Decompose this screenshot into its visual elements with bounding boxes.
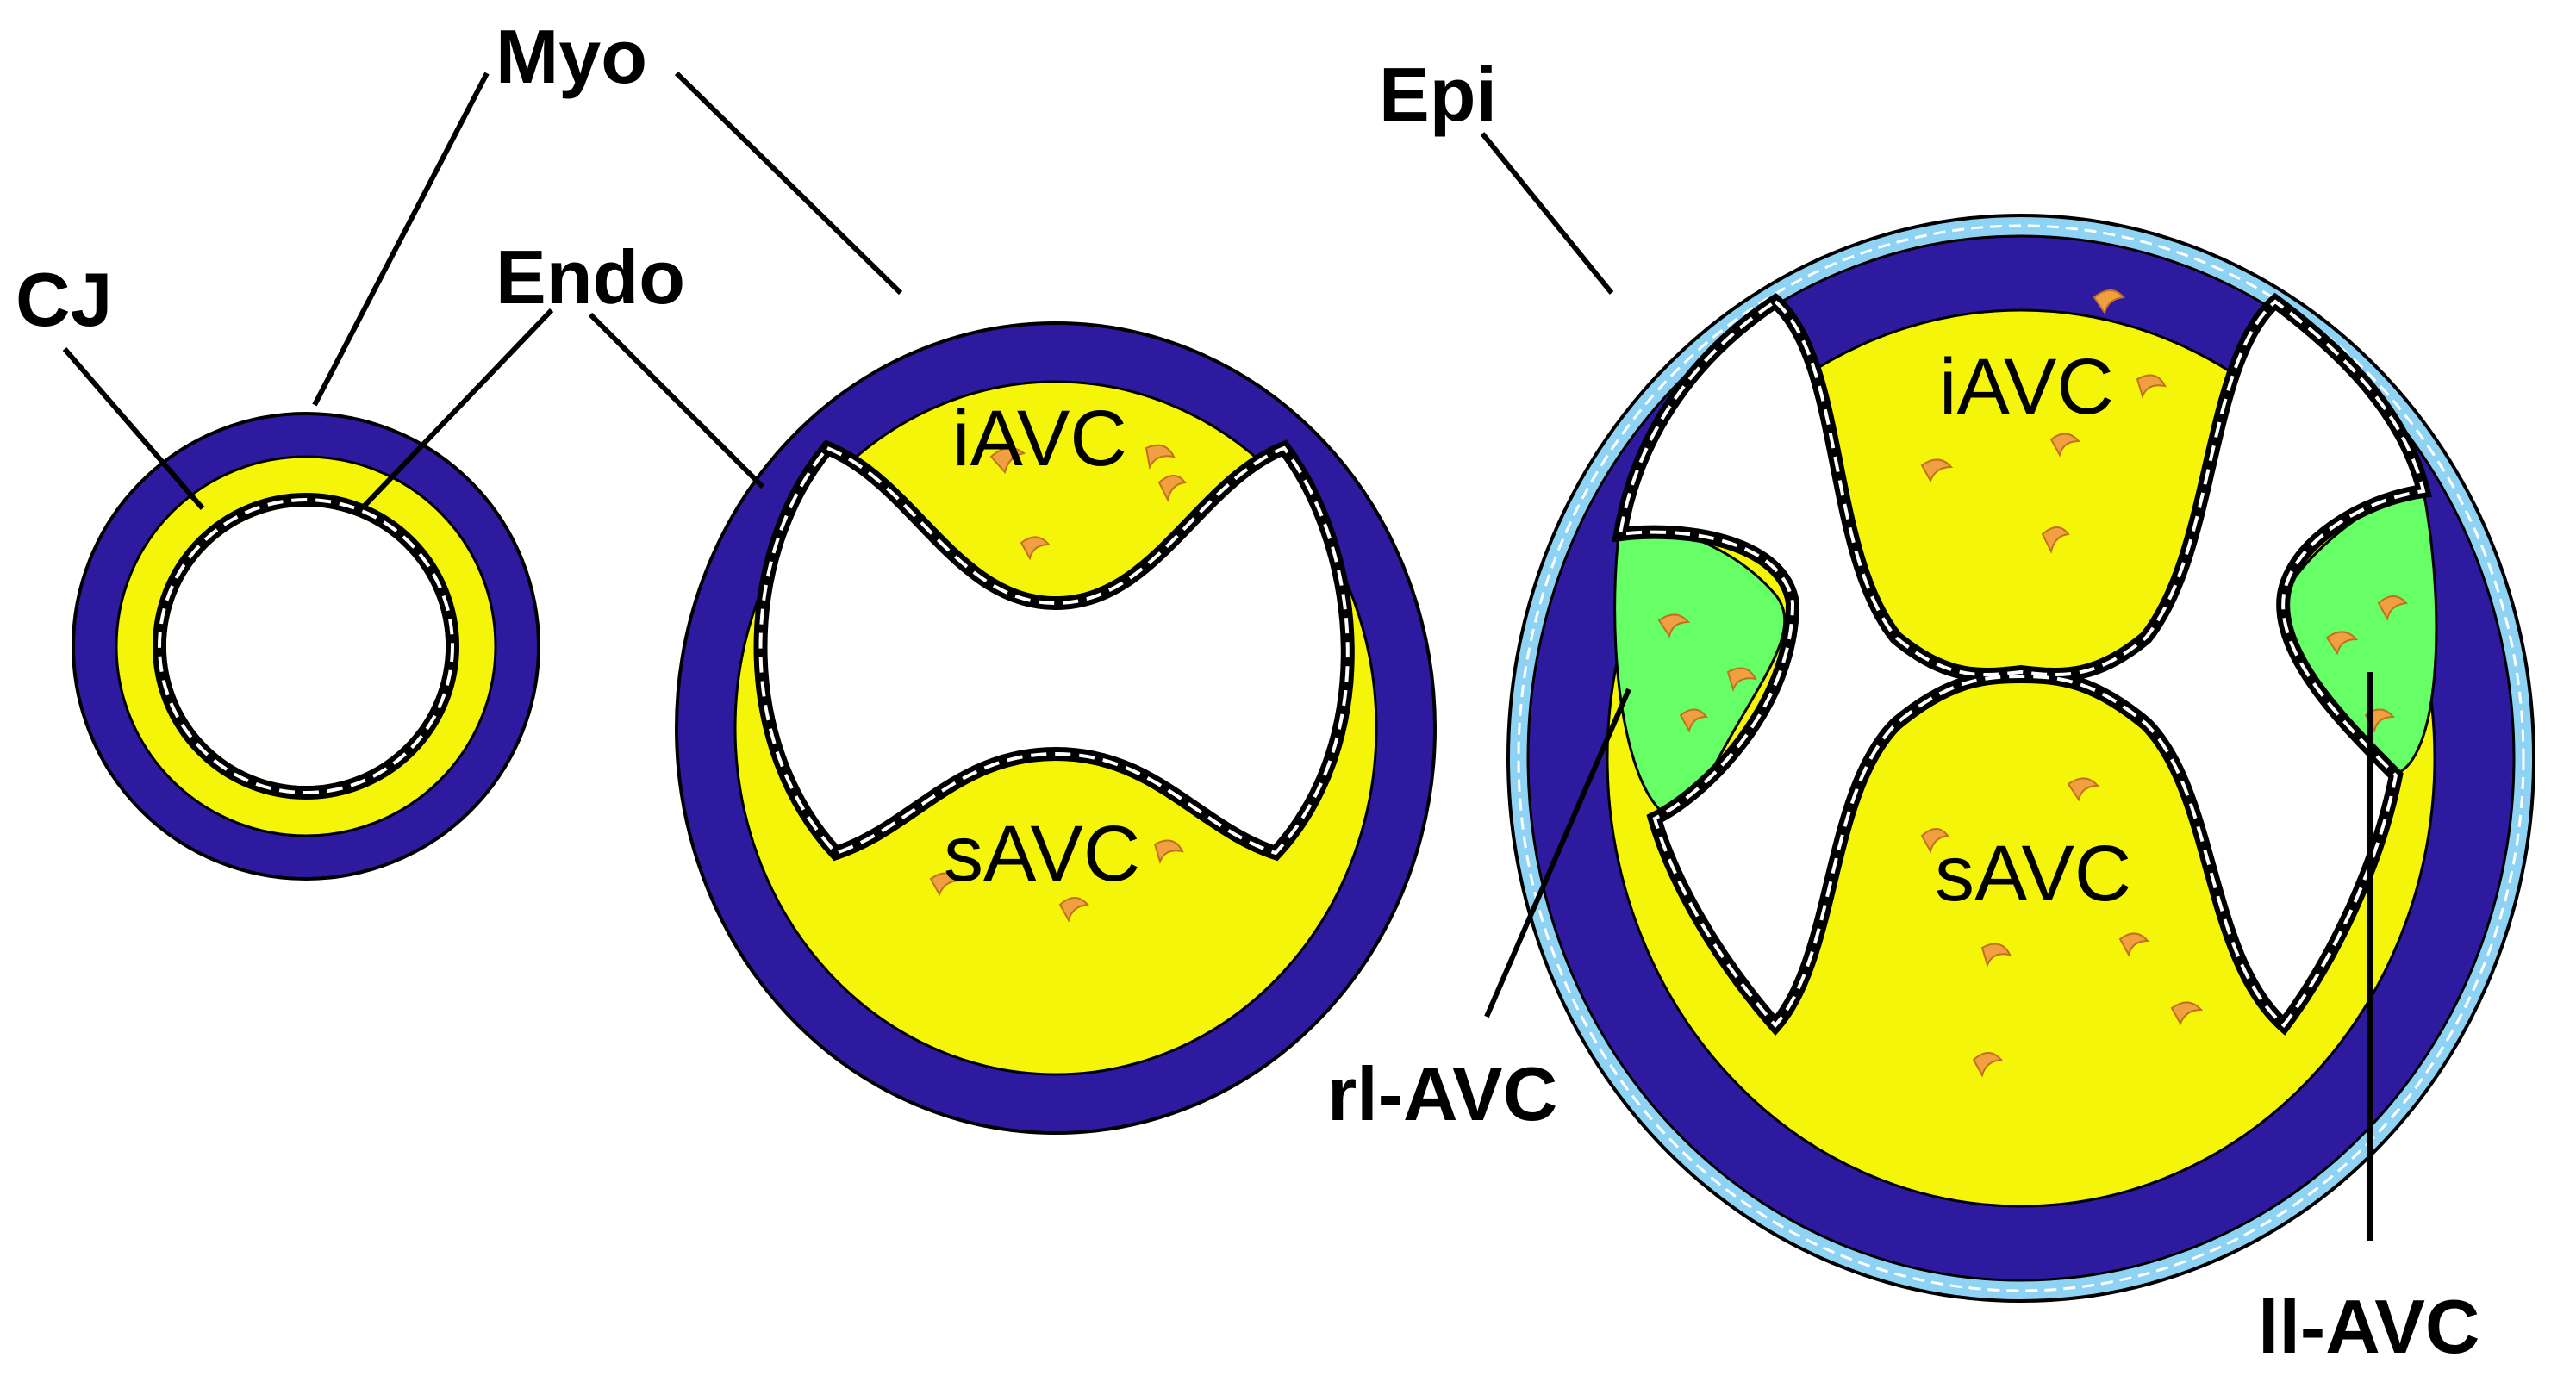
endo-leader-right [588, 312, 765, 489]
stage-1-heart-tube [72, 412, 540, 881]
stage2-mesenchymal-cells [929, 444, 1187, 923]
endo-label: Endo [496, 234, 685, 320]
stage2-endocardium-dash [758, 445, 1350, 856]
rl-avc-label: rl-AVC [1327, 1051, 1557, 1136]
epi-label: Epi [1379, 52, 1497, 137]
stage1-lumen [166, 507, 446, 786]
stage1-endocardium-dash [158, 498, 454, 794]
stage3-epicardium-dash [1517, 224, 2525, 1292]
myo-leader-right [674, 71, 903, 296]
stage-2-two-cushions [675, 321, 1437, 1135]
iavc-label-stage3: iAVC [1939, 343, 2114, 431]
epi-leader [1480, 132, 1614, 295]
iavc-label-stage2: iAVC [952, 395, 1127, 482]
stage2-lumen [760, 448, 1348, 853]
leader-lines [62, 71, 2373, 1241]
savc-label-stage3: sAVC [1935, 830, 2131, 918]
cj-leader [62, 347, 205, 510]
stage3-mesenchymal-cells [1657, 289, 2409, 1078]
ll-avc-label: ll-AVC [2258, 1284, 2479, 1369]
labels: CJ Myo Endo Epi iAVC sAVC iAVC sAVC rl-A… [16, 14, 2479, 1369]
stage3-lumen [1620, 302, 2423, 1025]
myo-label: Myo [496, 14, 647, 99]
stage-3-four-cushions [1506, 214, 2535, 1303]
myo-leader-left [312, 72, 490, 407]
rl-avc-leader [1484, 688, 1631, 1018]
stage3-endocardium-dash [1618, 299, 2426, 1029]
endo-leader-left [359, 308, 554, 511]
cj-label: CJ [16, 257, 113, 342]
savc-label-stage2: sAVC [944, 810, 1140, 898]
